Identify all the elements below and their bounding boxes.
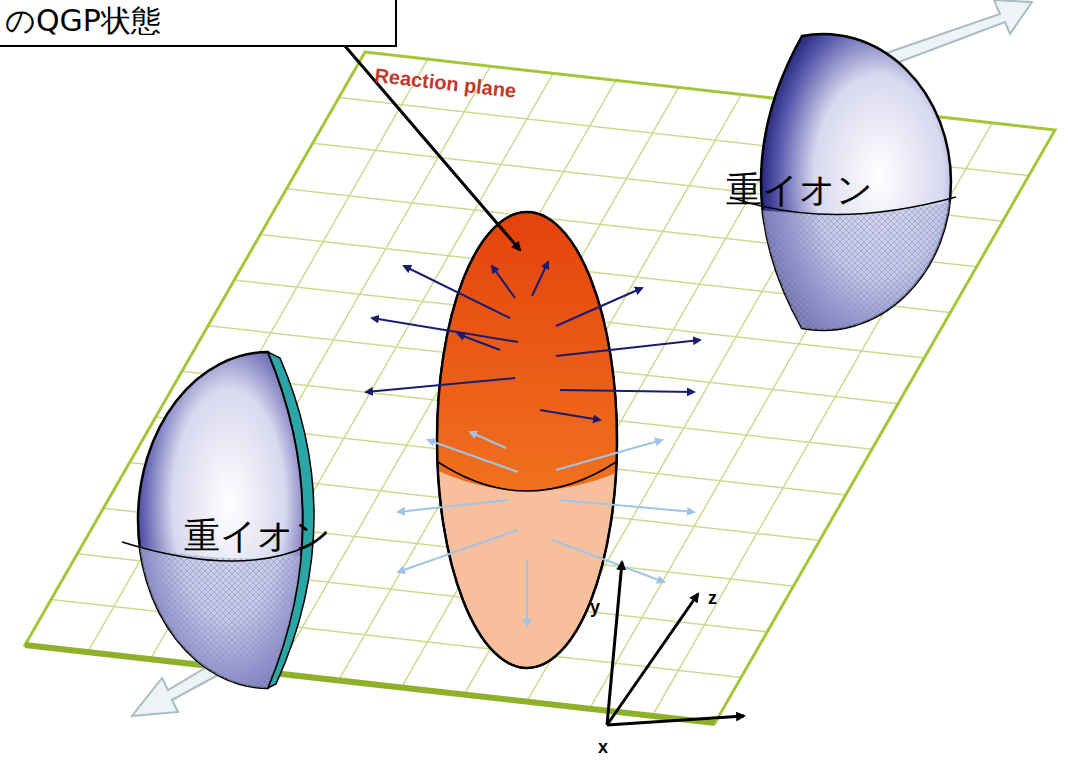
heavy-ion: 重イオン — [690, 32, 960, 332]
flow-arrow — [532, 262, 548, 296]
flow-arrow — [526, 560, 528, 626]
leader-line — [345, 46, 520, 250]
flow-arrows — [366, 262, 700, 626]
qgp-fireball — [437, 212, 617, 668]
flow-arrow — [366, 378, 515, 392]
axis-label: x — [598, 737, 608, 758]
grid-line — [401, 95, 741, 688]
ion-label: 重イオン — [184, 514, 331, 557]
heavy-ion: 重イオン — [118, 346, 388, 694]
flow-arrow — [560, 500, 694, 512]
flow-arrow — [404, 266, 510, 318]
flow-arrow — [556, 340, 700, 356]
flow-arrow — [540, 410, 600, 420]
flow-arrow — [470, 432, 506, 448]
flow-arrow — [398, 530, 518, 572]
flow-arrow — [552, 540, 664, 582]
ion-label: 重イオン — [726, 168, 873, 211]
grid-line — [339, 87, 679, 680]
axis-label: y — [590, 597, 600, 618]
axis-label: z — [708, 588, 717, 609]
flow-arrow — [428, 440, 518, 472]
flow-arrow — [560, 390, 694, 392]
flow-arrow — [556, 440, 662, 470]
flow-arrow — [492, 266, 515, 298]
motion-arrows — [132, 0, 1032, 716]
callout-box: のQGP状態 — [0, 0, 397, 47]
flow-arrow — [458, 334, 500, 350]
grid-line — [51, 599, 741, 677]
flow-arrow — [372, 318, 518, 342]
flow-arrow — [556, 288, 642, 326]
callout-text: のQGP状態 — [5, 3, 161, 39]
flow-arrow — [398, 500, 508, 512]
axes — [607, 562, 744, 725]
